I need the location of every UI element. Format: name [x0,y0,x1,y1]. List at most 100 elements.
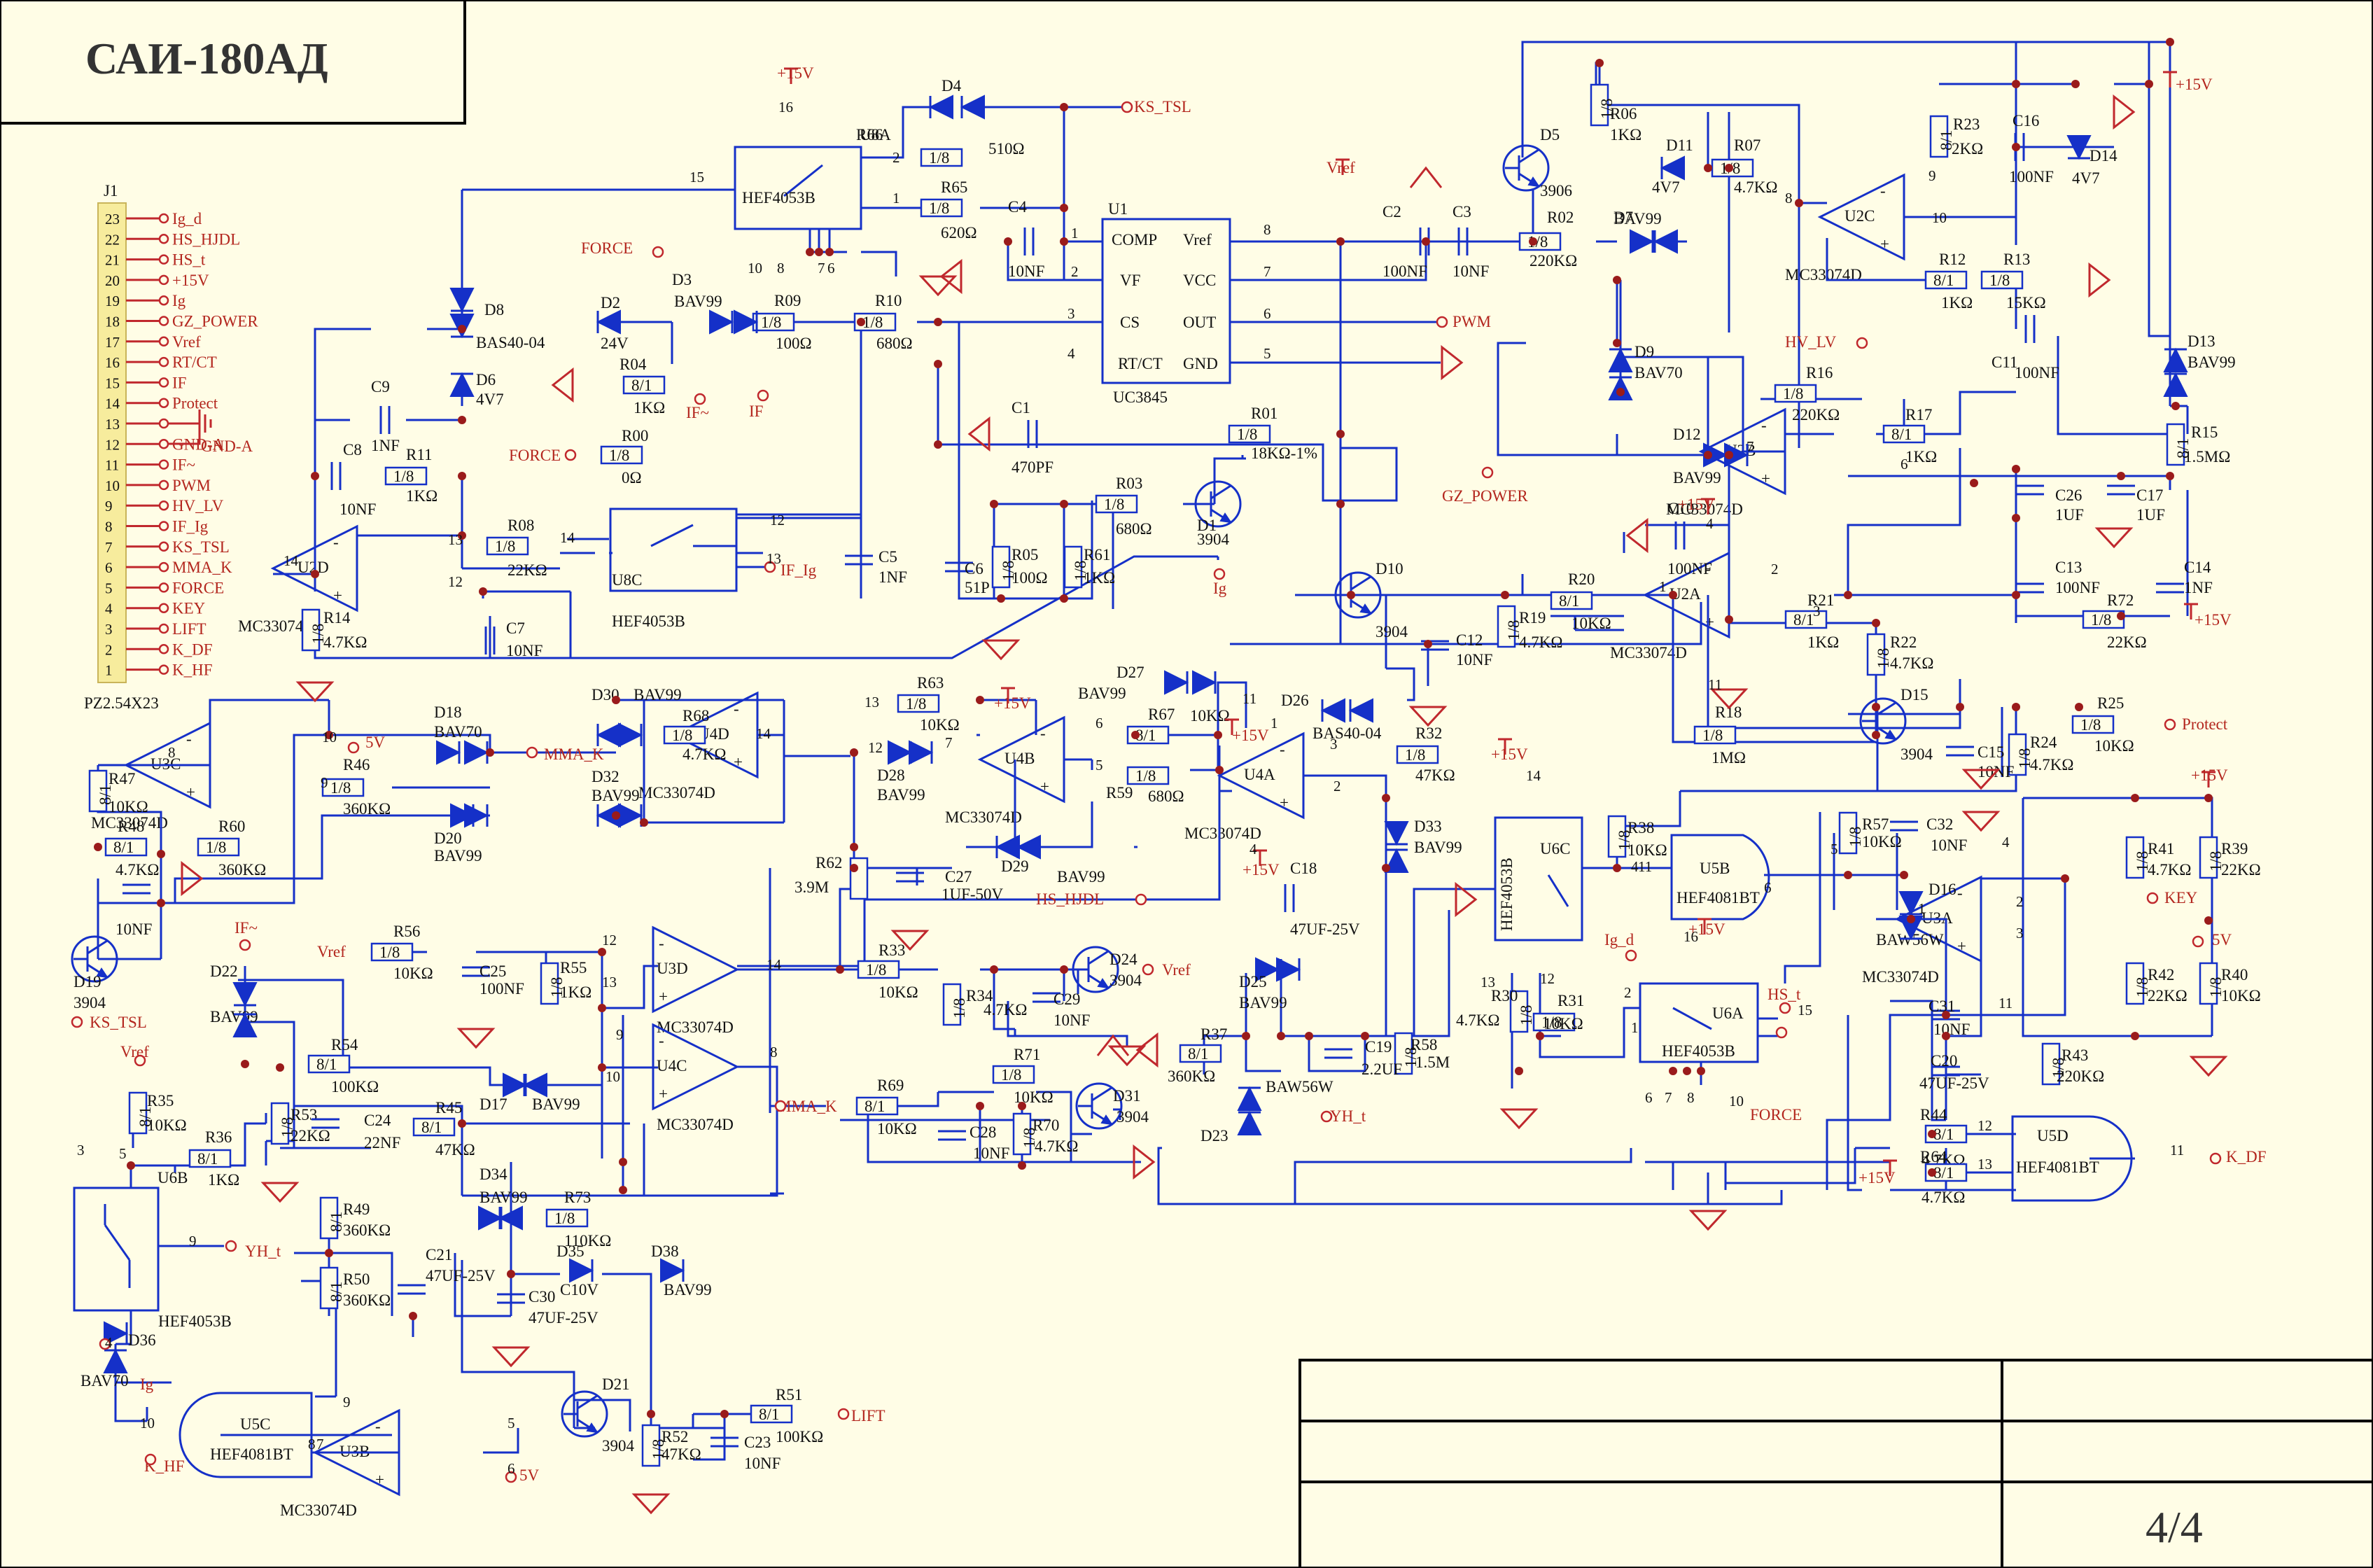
resistor-code: 1/8 [761,314,781,331]
resistors: 1/8R66510Ω1/8R65620Ω1/8R09100Ω1/8R10680Ω… [88,83,2261,1467]
transistor-d15 [1859,697,1907,745]
pin-number: 14 [756,725,771,742]
svg-text:-: - [659,1032,664,1049]
diode-pair [909,740,934,765]
resistor-ref: R62 [816,854,842,872]
u1-pin-cs: CS [1120,314,1140,331]
resistor-ref: R54 [331,1036,358,1054]
page-number: 4/4 [2146,1502,2203,1552]
resistor-value: 1.5MΩ [2184,448,2230,465]
diode-ref: D20 [434,830,462,847]
capacitor-ref: C17 [2136,486,2163,504]
resistor-ref: R71 [1014,1046,1040,1063]
resistor-ref: R52 [662,1428,688,1446]
net-label-gz-power: GZ_POWER [1442,487,1528,505]
pin-number: 13 [864,694,879,710]
diode-part: BAV99 [877,786,925,804]
resistor-code: 1/8 [2050,1058,2067,1078]
resistor-code: 1/8 [1616,830,1633,850]
pin-number: 2 [1071,263,1079,280]
pin-number: 1 [892,190,900,206]
junctions [94,38,2213,1418]
svg-text:+: + [1280,794,1289,811]
resistor-code: 8/1 [136,1107,154,1127]
resistor-code: 1/8 [1405,746,1425,764]
capacitor-value: 1UF [2055,506,2084,524]
j1-pin-number: 14 [105,396,120,412]
capacitor-value: 100NF [2055,579,2100,596]
net-label-p15: +15V [1688,920,1726,938]
capacitor-value: 100NF [1667,560,1712,578]
capacitor-value: 10NF [1933,1021,1970,1038]
resistor-value: 47KΩ [1415,766,1455,784]
pin-number: 13 [1977,1156,1992,1172]
resistor-value: 47KΩ [662,1446,701,1463]
resistor-value: 220KΩ [1792,406,1840,424]
capacitor-value: 1UF [2136,506,2165,524]
capacitor-ref: C20 [1931,1052,1957,1070]
capacitor-value: 47UF-25V [1919,1074,1989,1092]
diode-d20 [450,803,475,828]
u5c-part: HEF4081BT [210,1446,293,1463]
resistor-ref: R49 [343,1200,370,1218]
u1-pin-vf: VF [1120,272,1140,289]
net-label-lift: LIFT [851,1407,886,1424]
u1-ref: U1 [1108,200,1128,218]
diode-ref: D26 [1281,692,1309,709]
diode-d27 [1164,670,1189,695]
resistor-ref: R17 [1905,406,1932,424]
j1-pin-net: Ig_d [172,210,202,227]
j1-pin-number: 3 [105,621,113,638]
resistor-r61 [1063,545,1083,589]
diode-part: BAV99 [674,293,722,310]
u6c-ref: U6C [1540,840,1570,858]
j1-pin-net: LIFT [172,620,206,638]
svg-text:+: + [186,783,195,801]
j1-pin-net: GZ_POWER [172,313,258,330]
resistor-ref: R47 [108,770,135,788]
u5c-ref: U5C [240,1415,270,1433]
j1-body [97,202,127,683]
u1-pin-vref: Vref [1183,231,1212,248]
capacitor-c32 [1890,820,1918,832]
diode-pair [1608,347,1633,372]
capacitor-value: 100NF [479,980,524,997]
resistor-ref: R45 [435,1099,462,1116]
diode-d35 [569,1258,594,1283]
capacitor-c20 [1932,1065,1960,1077]
j1-pin-number: 15 [105,374,120,391]
pin-number: 10 [1932,209,1947,226]
pin-number: 11 [2170,1142,2184,1158]
pin-number: 6 [1096,715,1103,732]
diode-part: 24V [601,335,629,352]
pin-number: 1 [1270,715,1278,732]
resistor-r42 [2125,962,2145,1005]
capacitor-ref: C2 [1382,203,1401,220]
net-label-force: FORCE [1750,1106,1802,1124]
u1-pin-rtct: RT/CT [1118,355,1163,372]
capacitor-c9 [379,406,391,434]
capacitor-ref: C29 [1054,990,1080,1008]
capacitor-ref: C27 [945,868,972,886]
resistor-r08 [486,536,529,556]
resistor-value: 100KΩ [776,1428,823,1446]
u6c-switch [1494,816,1583,941]
u5c-gate [178,1392,313,1478]
resistor-code: 8/1 [864,1098,885,1115]
resistor-r73 [545,1208,589,1228]
resistor-r32 [1396,745,1439,764]
resistor-value: 10KΩ [877,1120,917,1138]
resistor-r20 [1550,591,1593,610]
resistor-ref: R31 [1558,992,1584,1009]
u3a-part: MC33074D [1862,968,1939,986]
resistor-value: 10KΩ [1572,615,1611,632]
resistor-value: 1MΩ [1712,749,1746,766]
transistor-d10 [1334,571,1382,619]
resistor-code: 8/1 [1933,1126,1954,1143]
resistor-ref: R36 [205,1128,232,1146]
u5b-part: HEF4081BT [1676,889,1760,906]
capacitor-c6 [945,561,973,573]
j1-pin-net: K_HF [172,662,213,679]
diode-d33 [1384,821,1409,846]
transistor-d24 [1072,946,1119,993]
